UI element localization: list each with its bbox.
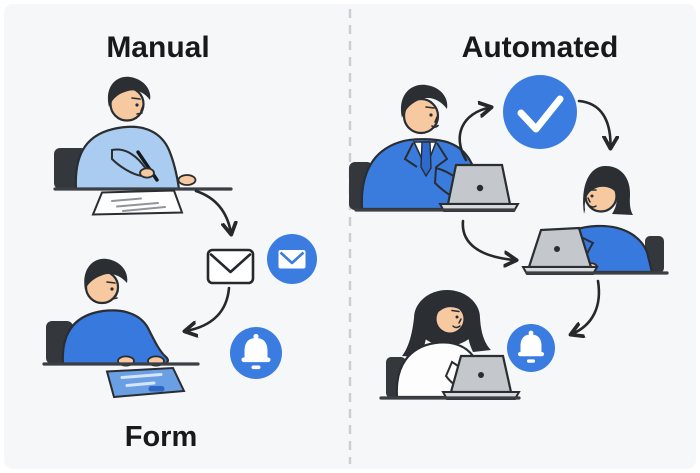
face [425,106,439,128]
mail-badge-icon [267,234,317,284]
arrow-desk-to-envelope [194,189,231,233]
arrow-operator-to-check [458,108,490,162]
lapel [435,142,449,168]
manual-writer-figure [53,76,233,216]
arrow-check-to-recipient [577,99,611,147]
face [587,189,597,208]
tie [420,141,432,178]
torso [61,309,169,366]
hand [177,174,197,186]
arrow-envelope-to-receiver [186,286,231,331]
face [131,97,144,115]
face [451,309,462,329]
manual-title: Manual [106,31,209,64]
form-receiver-figure [42,258,200,399]
check-badge-icon [503,75,577,149]
hand [139,167,155,179]
recipient-figure-top [521,165,669,275]
arrow-operator-to-laptop [461,219,515,260]
hair-fall [467,318,491,352]
envelope-icon [206,248,255,285]
lapel [403,142,418,168]
bell-badge-icon-left [230,327,282,379]
automated-title: Automated [462,31,619,64]
bell-badge-icon-right [507,324,555,372]
automated-operator-figure [349,84,520,212]
hair [107,76,151,107]
hair [583,165,633,215]
arrow-recipient-to-notified [572,279,601,334]
blue-form-document [105,366,186,399]
hair [400,84,448,118]
face [106,281,119,300]
hair-fringe [436,297,466,313]
manual-panel: Manual [42,31,317,453]
hair [84,258,128,290]
notified-user-figure [379,290,521,400]
automated-panel: Automated [349,31,669,400]
form-caption: Form [125,421,198,453]
paper-document [91,189,184,216]
